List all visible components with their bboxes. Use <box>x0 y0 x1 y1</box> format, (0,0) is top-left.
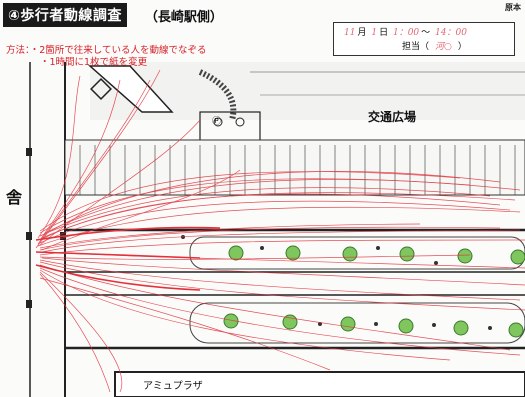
page-title: ④歩行者動線調査 <box>3 3 127 27</box>
sidewalk-band <box>64 139 525 196</box>
kiosk-outline <box>90 78 112 100</box>
header: ④歩行者動線調査 （長崎駅側） <box>3 3 223 27</box>
bus-stop-icon: Ⓟ <box>212 117 222 127</box>
station-label: 舎 <box>6 188 23 207</box>
method-line-2: ・1時間に1枚で紙を変更 <box>40 57 148 68</box>
flow-lines-heavy <box>35 226 221 291</box>
plaza-label: 交通広場 <box>368 110 417 124</box>
bollards <box>181 235 492 330</box>
sidewalk-hatching <box>79 145 516 195</box>
person-row: 担当（河○） <box>402 42 467 52</box>
amu-plaza-label: アミュプラザ <box>143 381 203 392</box>
method-instructions: 方法：・2箇所で往来している人を動線でなぞる ・1時間に1枚で紙を変更 <box>6 45 207 69</box>
planter-strip-upper <box>189 236 525 270</box>
amu-plaza-building <box>114 371 525 397</box>
start-time: 1：00 <box>392 28 420 38</box>
method-label: 方法： <box>6 45 30 56</box>
person-value: 河○ <box>435 42 452 52</box>
day-value: 1 <box>371 28 378 38</box>
end-time: 14：00 <box>435 28 467 38</box>
page-subtitle: （長崎駅側） <box>144 9 223 25</box>
method-line-1: 方法：・2箇所で往来している人を動線でなぞる <box>6 45 207 56</box>
month-value: 11 <box>344 28 356 38</box>
planter-strip-lower <box>189 302 525 344</box>
canopy-structure <box>88 65 174 113</box>
tree-markers <box>223 245 525 338</box>
original-stamp: 原本 <box>505 3 521 12</box>
